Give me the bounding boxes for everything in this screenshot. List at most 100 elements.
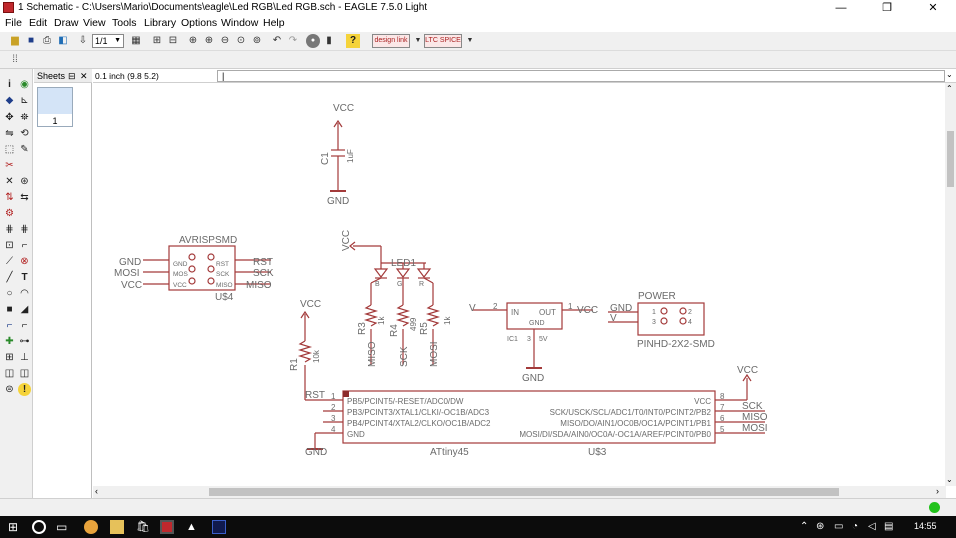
zoom-fit-icon[interactable]: ⊕ <box>188 35 198 46</box>
smash-icon[interactable]: ⊡ <box>5 240 14 251</box>
menu-draw[interactable]: Draw <box>54 17 79 29</box>
schematic-icon[interactable]: ⊟ <box>168 35 178 46</box>
invoke-icon[interactable]: ⊗ <box>20 256 29 267</box>
chevron-down-icon[interactable]: ▼ <box>466 37 474 44</box>
open-icon[interactable]: ▆ <box>11 35 19 46</box>
value-icon[interactable]: ⋕ <box>20 224 29 235</box>
text-icon[interactable]: T <box>21 272 28 283</box>
clock-time[interactable]: 14:55 <box>914 521 937 531</box>
command-input[interactable]: | <box>217 70 945 82</box>
windows-start-icon[interactable]: ⊞ <box>8 520 19 534</box>
chevron-down-icon[interactable]: ▼ <box>414 37 422 44</box>
cam-icon[interactable]: ◧ <box>58 35 68 46</box>
vertical-scroll-thumb[interactable] <box>947 131 954 187</box>
help-button[interactable]: ? <box>346 34 360 48</box>
vertical-scrollbar[interactable]: ⌃ ⌄ <box>945 83 956 486</box>
junction-icon[interactable]: ✚ <box>5 336 14 347</box>
name-icon[interactable]: ⋕ <box>5 224 14 235</box>
mark-icon[interactable]: ⊾ <box>20 95 29 106</box>
menu-window[interactable]: Window <box>221 17 259 29</box>
search-icon[interactable] <box>32 520 46 534</box>
volume-icon[interactable]: ◁ <box>868 521 876 532</box>
sheet-icon[interactable]: ⇩ <box>78 35 88 46</box>
maximize-button[interactable]: ❐ <box>882 2 892 14</box>
task-view-icon[interactable]: ▭ <box>56 520 68 534</box>
go-icon[interactable]: ▮ <box>326 35 332 46</box>
rect-icon[interactable]: ■ <box>6 304 13 315</box>
arc-icon[interactable]: ◠ <box>20 288 29 299</box>
horizontal-scrollbar[interactable]: ‹ › <box>93 486 946 498</box>
grid-icon[interactable]: ⁞⁞ <box>12 54 18 65</box>
menu-view[interactable]: View <box>83 17 106 29</box>
menu-edit[interactable]: Edit <box>29 17 48 29</box>
miter-icon[interactable]: ⌐ <box>21 240 28 251</box>
close-button[interactable]: ✕ <box>928 2 938 14</box>
eagle-taskbar-icon[interactable] <box>160 520 174 534</box>
photos-icon[interactable]: ▲ <box>186 521 197 533</box>
bus-icon[interactable]: ⌐ <box>6 320 13 331</box>
scroll-left-icon[interactable]: ‹ <box>95 486 98 496</box>
menu-options[interactable]: Options <box>181 17 218 29</box>
net-icon[interactable]: ⌐ <box>21 320 28 331</box>
script-icon[interactable]: ▦ <box>131 35 141 46</box>
attribute-icon[interactable]: ⊞ <box>5 352 14 363</box>
notification-icon[interactable]: ▤ <box>884 521 894 532</box>
network-icon[interactable]: ⊛ <box>816 521 825 532</box>
redo-icon[interactable]: ↷ <box>288 35 298 46</box>
store-icon[interactable]: 🛍 <box>136 521 150 533</box>
dimension-icon[interactable]: ⊥ <box>20 352 29 363</box>
file-explorer-icon[interactable] <box>110 520 124 534</box>
frame-icon[interactable]: ◫ <box>4 368 15 379</box>
replace-icon[interactable]: ⚙ <box>5 208 14 219</box>
scroll-right-icon[interactable]: › <box>936 486 939 496</box>
move-icon[interactable]: ✥ <box>5 112 14 123</box>
pin-icon[interactable]: ⊟ <box>68 71 76 81</box>
wire-icon[interactable]: ╱ <box>6 272 13 283</box>
sheet-select[interactable]: 1/1▼ <box>92 34 124 48</box>
mirror-icon[interactable]: ⇋ <box>5 128 14 139</box>
chrome-icon[interactable] <box>84 520 98 534</box>
paste-icon[interactable]: ✂ <box>5 160 14 171</box>
stop-icon[interactable]: ● <box>306 34 320 48</box>
scroll-up-icon[interactable]: ⌃ <box>946 84 953 93</box>
zoom-out-icon[interactable]: ⊖ <box>220 35 230 46</box>
sheets-close-button[interactable]: ✕ <box>80 71 88 81</box>
polygon-icon[interactable]: ◢ <box>20 304 29 315</box>
battery-icon[interactable]: ▭ <box>834 521 844 532</box>
sheet-thumbnail[interactable]: 1 <box>37 87 73 127</box>
undo-icon[interactable]: ↶ <box>272 35 282 46</box>
schematic-canvas[interactable]: VCC GND C1 1uF AVRISPSMD U$4 GND MOSI VC… <box>93 83 946 486</box>
print-icon[interactable]: ⎙ <box>43 35 51 46</box>
errors-icon[interactable]: ⊜ <box>5 384 14 395</box>
label-icon[interactable]: ⊶ <box>19 336 30 347</box>
show-icon[interactable]: ◉ <box>20 79 29 90</box>
menu-help[interactable]: Help <box>263 17 285 29</box>
board-icon[interactable]: ⊞ <box>152 35 162 46</box>
menu-library[interactable]: Library <box>144 17 177 29</box>
ltspice-button[interactable]: LTC SPICE <box>424 34 462 48</box>
rotate-icon[interactable]: ⟲ <box>20 128 29 139</box>
chevron-up-icon[interactable]: ⌃ <box>800 521 809 532</box>
group-icon[interactable]: ⬚ <box>4 144 15 155</box>
save-icon[interactable]: ■ <box>27 35 35 46</box>
menu-file[interactable]: File <box>5 17 22 29</box>
warning-icon[interactable]: ! <box>18 383 31 396</box>
pinswap-icon[interactable]: ⇅ <box>5 192 14 203</box>
menu-tools[interactable]: Tools <box>112 17 137 29</box>
zoom-in-icon[interactable]: ⊕ <box>204 35 214 46</box>
chevron-down-icon[interactable]: ⌄ <box>946 70 953 79</box>
add-icon[interactable]: ⊛ <box>20 176 29 187</box>
circle-icon[interactable]: ○ <box>6 288 13 299</box>
delete-icon[interactable]: ✕ <box>5 176 14 187</box>
scroll-down-icon[interactable]: ⌄ <box>946 475 953 484</box>
designlink-button[interactable]: design link <box>372 34 410 48</box>
info-icon[interactable]: i <box>8 79 11 90</box>
erc-icon[interactable]: ◫ <box>19 368 30 379</box>
zoom-redraw-icon[interactable]: ⊙ <box>236 35 246 46</box>
photoshop-icon[interactable] <box>212 520 226 534</box>
display-icon[interactable]: ◆ <box>5 95 14 106</box>
minimize-button[interactable]: — <box>835 2 847 14</box>
gateswap-icon[interactable]: ⇆ <box>20 192 29 203</box>
split-icon[interactable]: ⟋ <box>6 256 13 267</box>
zoom-area-icon[interactable]: ⊚ <box>252 35 262 46</box>
